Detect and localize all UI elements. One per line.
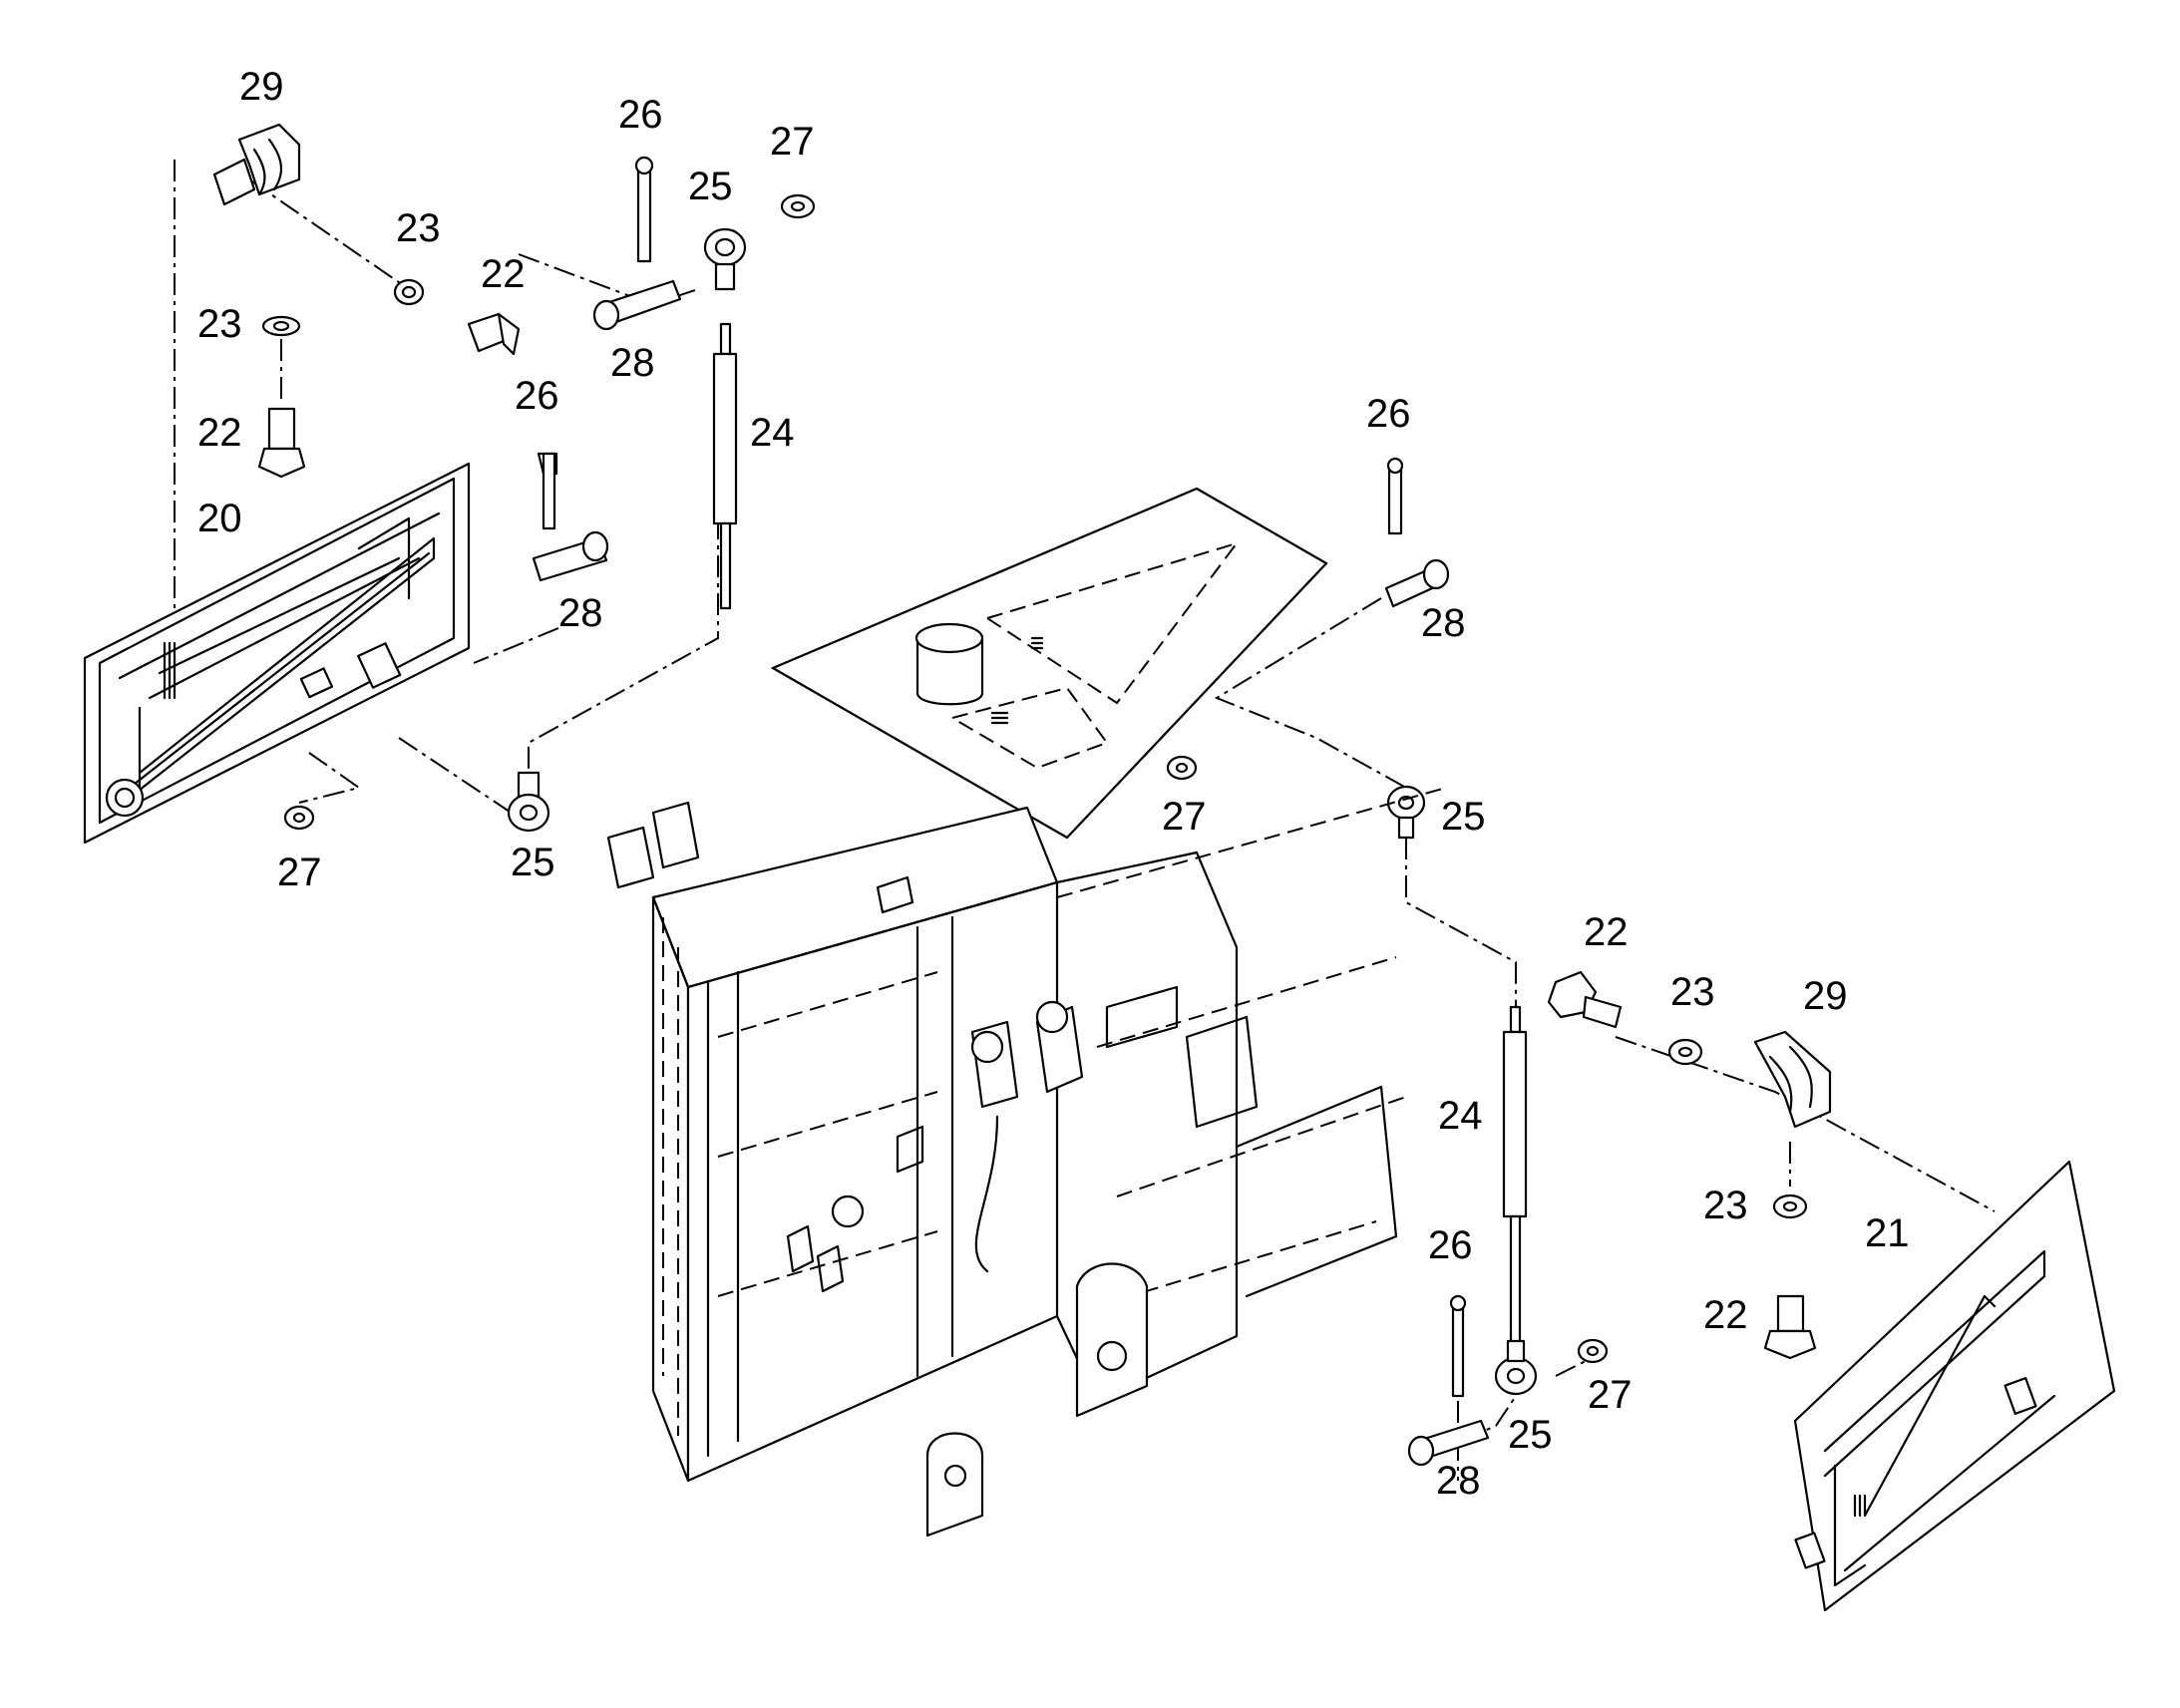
pin-assembly-right-top (1166, 457, 1450, 840)
gas-strut-left (712, 322, 738, 610)
gas-strut-right (1494, 1005, 1538, 1396)
callout-22-left: 22 (197, 411, 242, 455)
pin-assembly-upper (532, 156, 816, 582)
callout-24-right: 24 (1438, 1094, 1483, 1138)
callout-27-lower-left: 27 (277, 851, 322, 894)
fasteners-upper-left (257, 278, 521, 479)
callout-20: 20 (197, 497, 242, 540)
callout-29-right: 29 (1803, 974, 1848, 1018)
callout-29-left: 29 (239, 65, 284, 109)
lower-left-clevis (283, 771, 550, 833)
callout-22-upper: 22 (481, 252, 526, 296)
callout-26-right-top: 26 (1366, 392, 1411, 436)
main-frame (606, 787, 1447, 1537)
callout-28-lower: 28 (1436, 1459, 1481, 1503)
callout-27-lower-right: 27 (1588, 1373, 1633, 1417)
callout-24-left: 24 (750, 411, 795, 455)
callout-23-upper: 23 (396, 206, 441, 250)
callout-25-lower-left: 25 (511, 841, 555, 884)
callout-26-lower: 26 (1428, 1223, 1473, 1267)
callout-21: 21 (1865, 1211, 1910, 1255)
left-door-panel (83, 462, 471, 845)
hinge-bracket-right (1753, 1030, 1832, 1129)
pin-assembly-lower-right (1407, 1294, 1609, 1467)
callout-25-upper: 25 (688, 165, 733, 208)
callout-28-upper: 28 (610, 341, 655, 385)
callout-23-right-lower: 23 (1703, 1184, 1748, 1227)
callout-26-upper: 26 (618, 93, 663, 137)
callout-25-lower-right: 25 (1508, 1413, 1553, 1457)
right-door-panel (1793, 1160, 2116, 1612)
callout-26-left-mid: 26 (515, 374, 559, 418)
callout-25-right-top: 25 (1441, 795, 1486, 839)
callout-28-left-mid: 28 (558, 591, 603, 635)
hinge-bracket-left (212, 123, 301, 206)
top-cover-panel (770, 487, 1328, 840)
callout-labels: 29 23 22 23 22 20 26 25 27 28 26 24 28 2… (197, 65, 1910, 1503)
callout-27-upper: 27 (770, 120, 815, 164)
callout-22-right: 22 (1584, 910, 1629, 954)
fasteners-right (1547, 970, 1817, 1360)
callout-27-center: 27 (1162, 795, 1207, 839)
callout-28-right-top: 28 (1421, 601, 1466, 645)
callout-22-right-lower: 22 (1703, 1293, 1748, 1337)
callout-23-right: 23 (1670, 970, 1715, 1014)
callout-23-left: 23 (197, 302, 242, 346)
